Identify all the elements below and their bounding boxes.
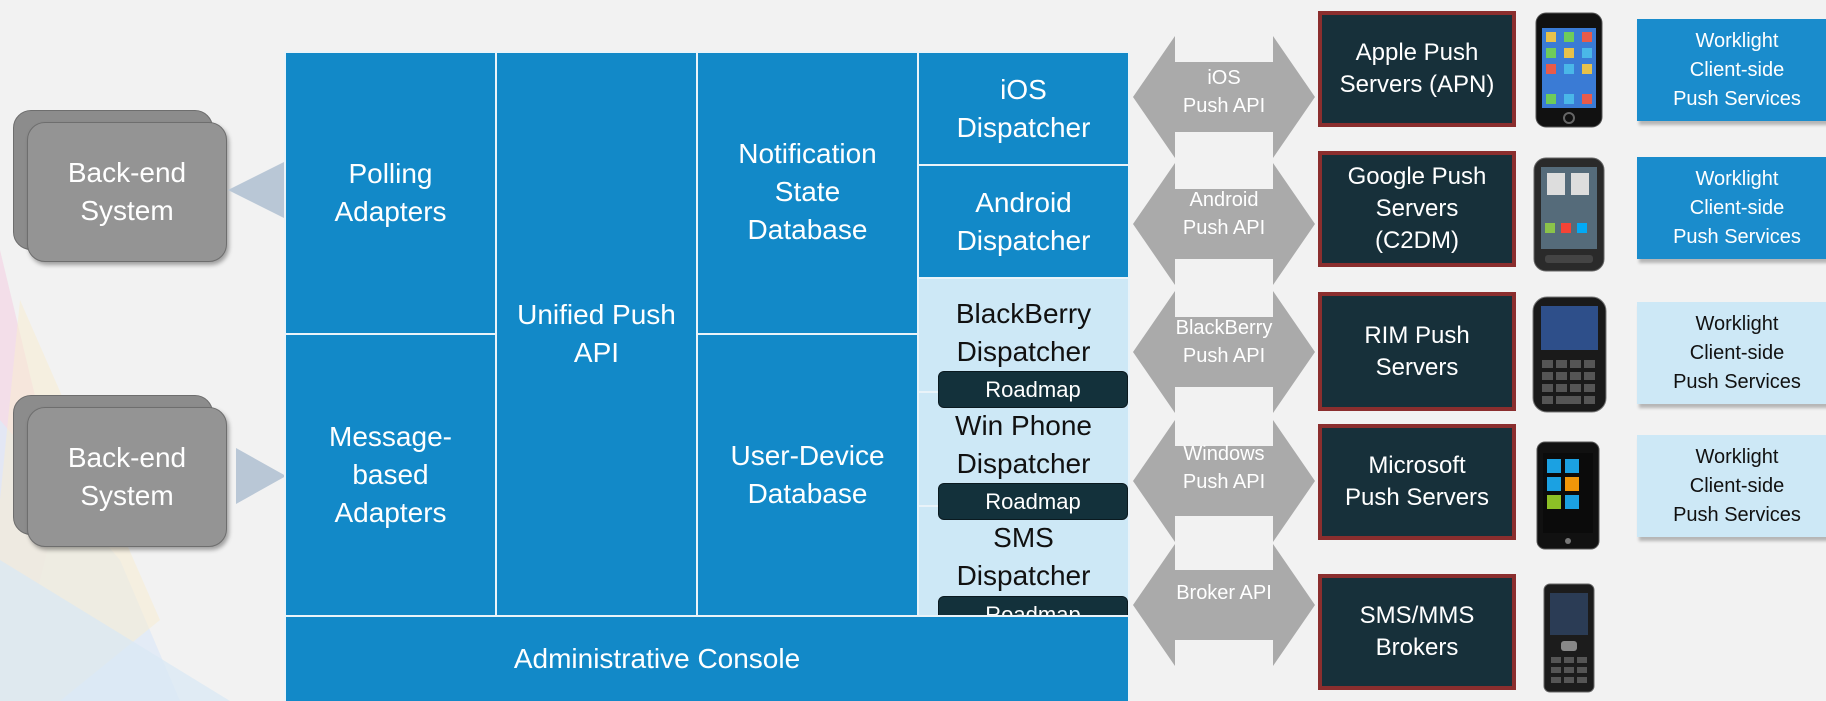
- arrow-to-backend-icon: [228, 162, 284, 218]
- client-line2: Client-side: [1689, 58, 1785, 81]
- android-push-api-arrow: Android Push API: [1133, 163, 1315, 285]
- client-line2: Client-side: [1689, 341, 1785, 364]
- blackberry-push-api-arrow: BlackBerry Push API: [1133, 291, 1315, 413]
- ios-dispatcher: iOS Dispatcher: [917, 51, 1130, 166]
- android-dispatcher: Android Dispatcher: [917, 164, 1130, 279]
- blackberry-dispatcher-line1: BlackBerry: [955, 298, 1092, 329]
- client-line3: Push Services: [1673, 87, 1801, 110]
- google-server-line3: (C2DM): [1374, 227, 1459, 254]
- userdevice-line2: Database: [747, 478, 868, 509]
- worklight-client-ios: Worklight Client-side Push Services: [1637, 19, 1826, 121]
- notification-line2: State: [774, 176, 841, 207]
- client-line2: Client-side: [1689, 474, 1785, 497]
- unified-line1: Unified Push: [517, 299, 676, 330]
- winphone-dispatcher-line2: Dispatcher: [956, 448, 1091, 479]
- backend-system-top: Back-end System: [13, 110, 228, 265]
- android-phone-icon: [1533, 157, 1605, 272]
- ios-api-line1: iOS: [1207, 67, 1241, 89]
- apple-server-line1: Apple Push: [1355, 39, 1479, 66]
- double-arrow-icon: [1133, 420, 1315, 542]
- apple-server-line2: Servers (APN): [1339, 71, 1495, 98]
- roadmap-badge-winphone: Roadmap: [938, 483, 1128, 520]
- android-dispatcher-line2: Dispatcher: [956, 224, 1091, 256]
- winphone-dispatcher-line1: Win Phone: [955, 410, 1092, 441]
- double-arrow-icon: [1133, 544, 1315, 666]
- client-line3: Push Services: [1673, 503, 1801, 526]
- windows-phone-icon: [1536, 441, 1600, 550]
- rim-server-line2: Servers: [1375, 353, 1459, 381]
- backend-label-line1: Back-end: [67, 442, 187, 473]
- rim-push-servers: RIM Push Servers: [1318, 292, 1516, 411]
- iphone-icon: [1535, 12, 1603, 128]
- client-line1: Worklight: [1695, 312, 1779, 335]
- ios-dispatcher-line1: iOS: [1000, 73, 1047, 105]
- worklight-client-windows: Worklight Client-side Push Services: [1637, 435, 1826, 537]
- microsoft-server-line2: Push Servers: [1344, 484, 1490, 511]
- blackberry-api-line2: Push API: [1182, 345, 1266, 367]
- backend-label-line2: System: [80, 195, 174, 226]
- polling-line1: Polling: [348, 158, 433, 189]
- backend-system-bottom: Back-end System: [13, 395, 228, 550]
- google-server-line1: Google Push: [1347, 163, 1487, 190]
- roadmap-badge-blackberry: Roadmap: [938, 371, 1128, 408]
- microsoft-push-servers: Microsoft Push Servers: [1318, 424, 1516, 540]
- backend-label-line1: Back-end: [67, 157, 187, 188]
- unified-line2: API: [573, 337, 620, 368]
- double-arrow-icon: [1133, 36, 1315, 158]
- android-api-line1: Android: [1189, 189, 1259, 211]
- client-line2: Client-side: [1689, 196, 1785, 219]
- android-dispatcher-line1: Android: [975, 186, 1072, 218]
- message-based-adapters: Message- based Adapters: [284, 333, 497, 617]
- sms-dispatcher-line2: Dispatcher: [956, 560, 1091, 591]
- blackberry-dispatcher: BlackBerry Dispatcher: [917, 277, 1130, 393]
- double-arrow-icon: [1133, 291, 1315, 413]
- microsoft-server-line1: Microsoft: [1368, 452, 1466, 479]
- rim-server-line1: RIM Push: [1364, 321, 1470, 349]
- google-push-servers: Google Push Servers (C2DM): [1318, 151, 1516, 267]
- blackberry-dispatcher-line2: Dispatcher: [956, 336, 1091, 367]
- blackberry-phone-icon: [1532, 296, 1607, 413]
- google-server-line2: Servers: [1375, 195, 1459, 222]
- windows-push-api-arrow: Windows Push API: [1133, 420, 1315, 542]
- ios-api-line2: Push API: [1182, 95, 1266, 117]
- windows-api-line2: Push API: [1182, 471, 1266, 493]
- blackberry-api-line1: BlackBerry: [1175, 317, 1273, 339]
- ios-push-api-arrow: iOS Push API: [1133, 36, 1315, 158]
- backend-label-line2: System: [80, 480, 174, 511]
- message-line2: based: [352, 459, 429, 490]
- sms-mms-brokers: SMS/MMS Brokers: [1318, 574, 1516, 690]
- message-line1: Message-: [329, 421, 452, 452]
- windows-api-line1: Windows: [1183, 443, 1265, 465]
- worklight-client-blackberry: Worklight Client-side Push Services: [1637, 302, 1826, 404]
- administrative-console: Administrative Console: [284, 615, 1130, 701]
- userdevice-line1: User-Device: [730, 440, 885, 471]
- feature-phone-icon: [1543, 583, 1595, 693]
- worklight-client-android: Worklight Client-side Push Services: [1637, 157, 1826, 259]
- notification-line3: Database: [747, 214, 868, 245]
- notification-line1: Notification: [738, 138, 877, 169]
- polling-adapters: Polling Adapters: [284, 51, 497, 335]
- admin-console-label: Administrative Console: [513, 643, 801, 674]
- client-line3: Push Services: [1673, 225, 1801, 248]
- client-line3: Push Services: [1673, 370, 1801, 393]
- user-device-database: User-Device Database: [696, 333, 919, 617]
- apple-push-servers: Apple Push Servers (APN): [1318, 11, 1516, 127]
- polling-line2: Adapters: [334, 196, 447, 227]
- sms-broker-line1: SMS/MMS: [1359, 602, 1475, 629]
- message-line3: Adapters: [334, 497, 447, 528]
- unified-push-api: Unified Push API: [495, 51, 698, 617]
- broker-api-arrow: Broker API: [1133, 544, 1315, 666]
- sms-dispatcher-line1: SMS: [993, 522, 1054, 553]
- client-line1: Worklight: [1695, 29, 1779, 52]
- notification-state-database: Notification State Database: [696, 51, 919, 335]
- double-arrow-icon: [1133, 163, 1315, 285]
- arrow-to-adapters-icon: [236, 448, 286, 504]
- android-api-line2: Push API: [1182, 217, 1266, 239]
- sms-broker-line2: Brokers: [1375, 634, 1459, 661]
- broker-api-line1: Broker API: [1176, 582, 1272, 604]
- ios-dispatcher-line2: Dispatcher: [956, 111, 1091, 143]
- client-line1: Worklight: [1695, 445, 1779, 468]
- client-line1: Worklight: [1695, 167, 1779, 190]
